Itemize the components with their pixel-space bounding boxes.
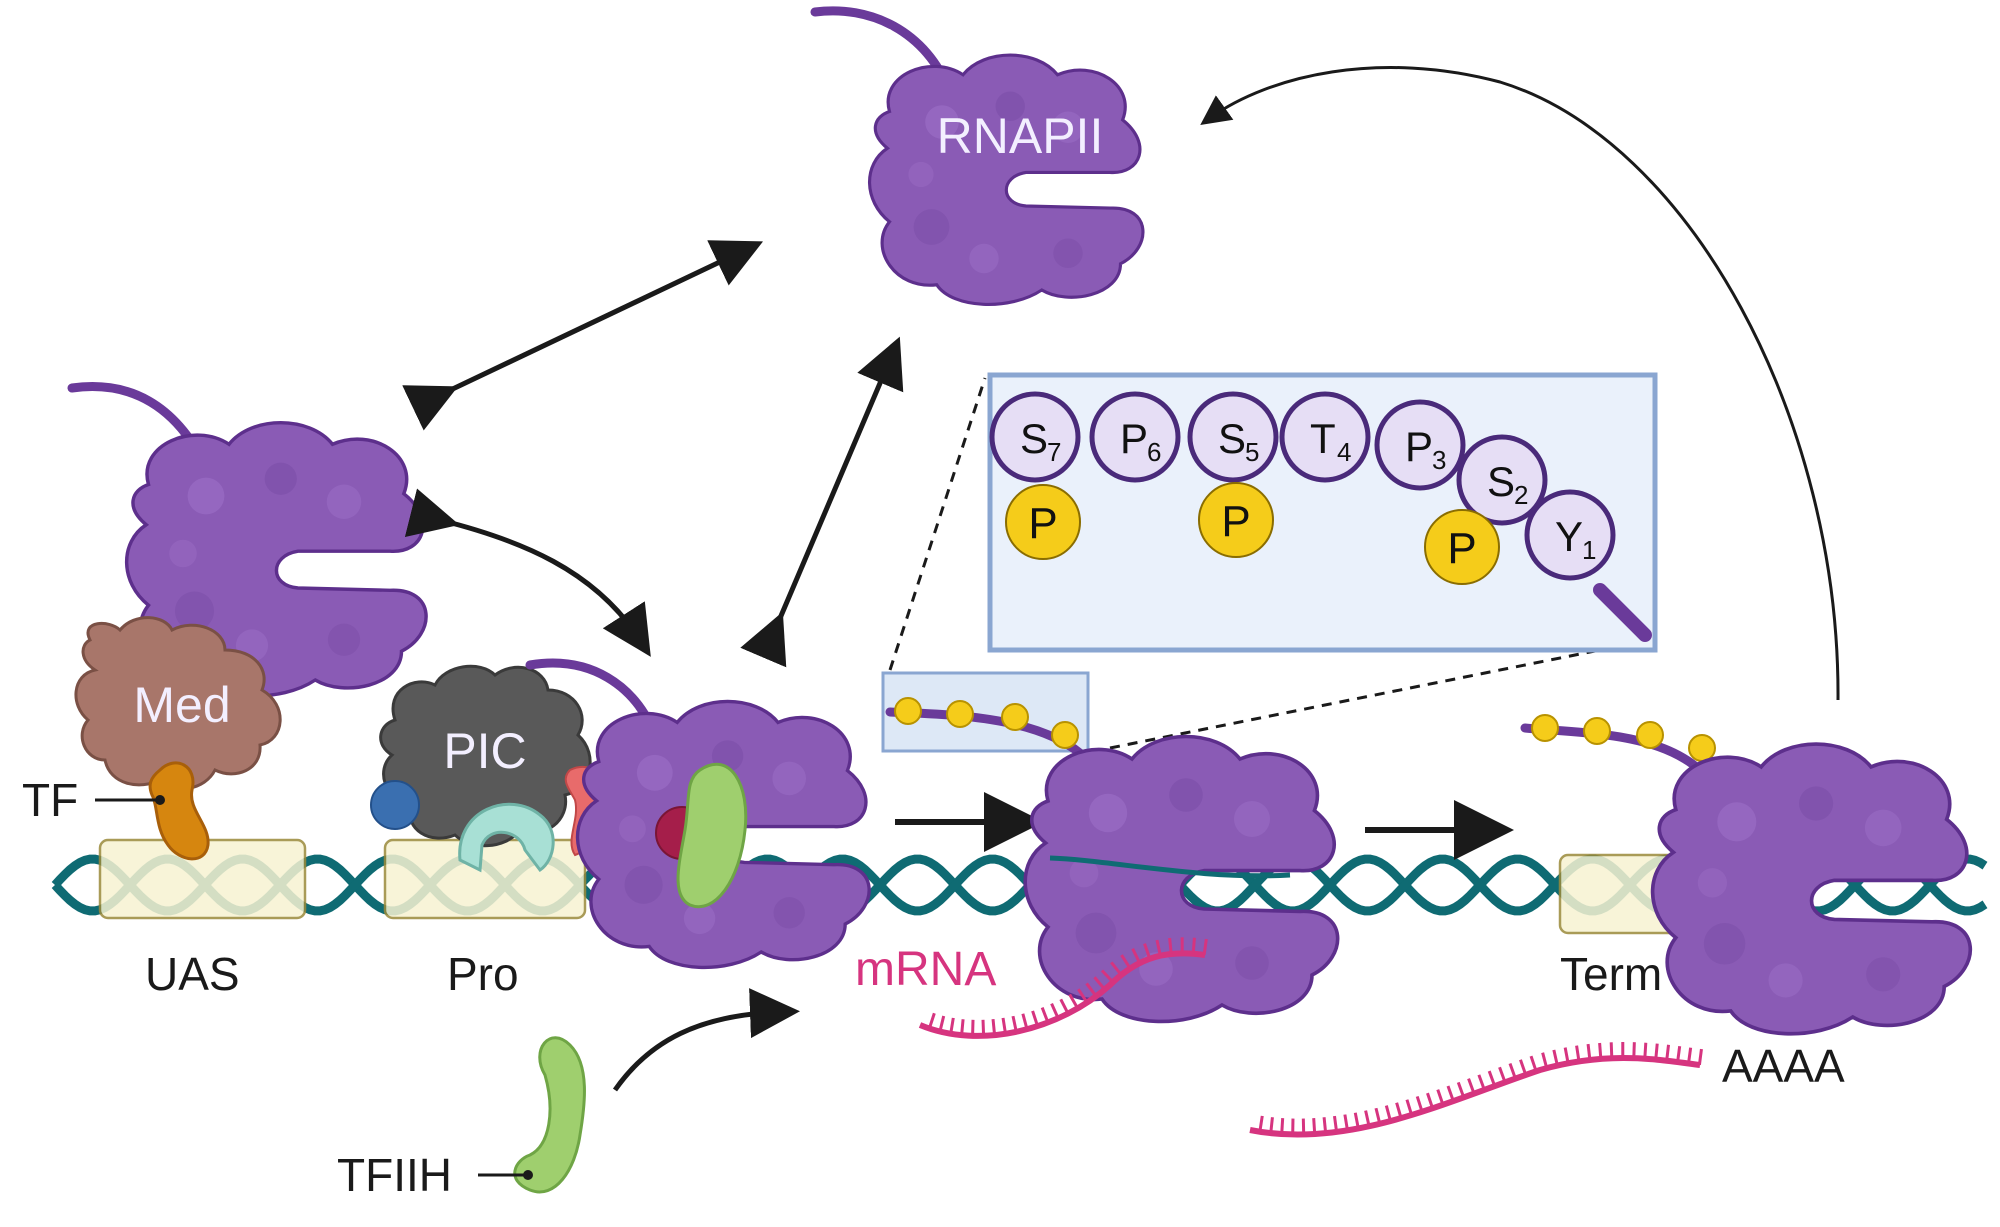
- ctd-residue-s5: S5: [1190, 394, 1276, 480]
- ctd-residue-s7: S7: [992, 394, 1078, 480]
- svg-text:P: P: [1221, 497, 1250, 546]
- svg-text:7: 7: [1047, 437, 1061, 467]
- svg-text:Y: Y: [1555, 513, 1583, 560]
- term-label: Term: [1560, 948, 1662, 1000]
- ctd-residue-y1: Y1: [1527, 492, 1613, 578]
- svg-text:S: S: [1487, 458, 1515, 505]
- svg-text:6: 6: [1147, 437, 1161, 467]
- ctd-residue-p3: P3: [1377, 402, 1463, 488]
- svg-text:3: 3: [1432, 445, 1446, 475]
- svg-text:5: 5: [1245, 437, 1259, 467]
- polya-label: AAAA: [1722, 1040, 1845, 1092]
- svg-text:1: 1: [1582, 535, 1596, 565]
- svg-text:P: P: [1447, 524, 1476, 573]
- uas-label: UAS: [145, 948, 240, 1000]
- rnapii-label: RNAPII: [937, 108, 1104, 164]
- ctd-residue-p6: P6: [1092, 394, 1178, 480]
- svg-text:P: P: [1120, 415, 1148, 462]
- svg-text:T: T: [1310, 415, 1336, 462]
- tfiih: TFIIH: [337, 1038, 584, 1201]
- svg-text:P: P: [1405, 423, 1433, 470]
- svg-text:P: P: [1028, 499, 1057, 548]
- tf-label: TF: [22, 774, 78, 826]
- phospho-mark: P: [1425, 510, 1499, 584]
- svg-text:2: 2: [1514, 480, 1528, 510]
- mrna-label: mRNA: [855, 943, 996, 996]
- svg-text:S: S: [1218, 415, 1246, 462]
- svg-text:S: S: [1020, 415, 1048, 462]
- phospho-mark: P: [1006, 485, 1080, 559]
- promoter-box: [385, 840, 585, 918]
- med-label: Med: [133, 677, 230, 733]
- pic-label: PIC: [443, 723, 526, 779]
- svg-text:4: 4: [1337, 437, 1351, 467]
- phospho-mark: P: [1199, 483, 1273, 557]
- pro-label: Pro: [447, 948, 519, 1000]
- rnapii-free: RNAPII: [815, 11, 1143, 305]
- tfiih-label: TFIIH: [337, 1149, 452, 1201]
